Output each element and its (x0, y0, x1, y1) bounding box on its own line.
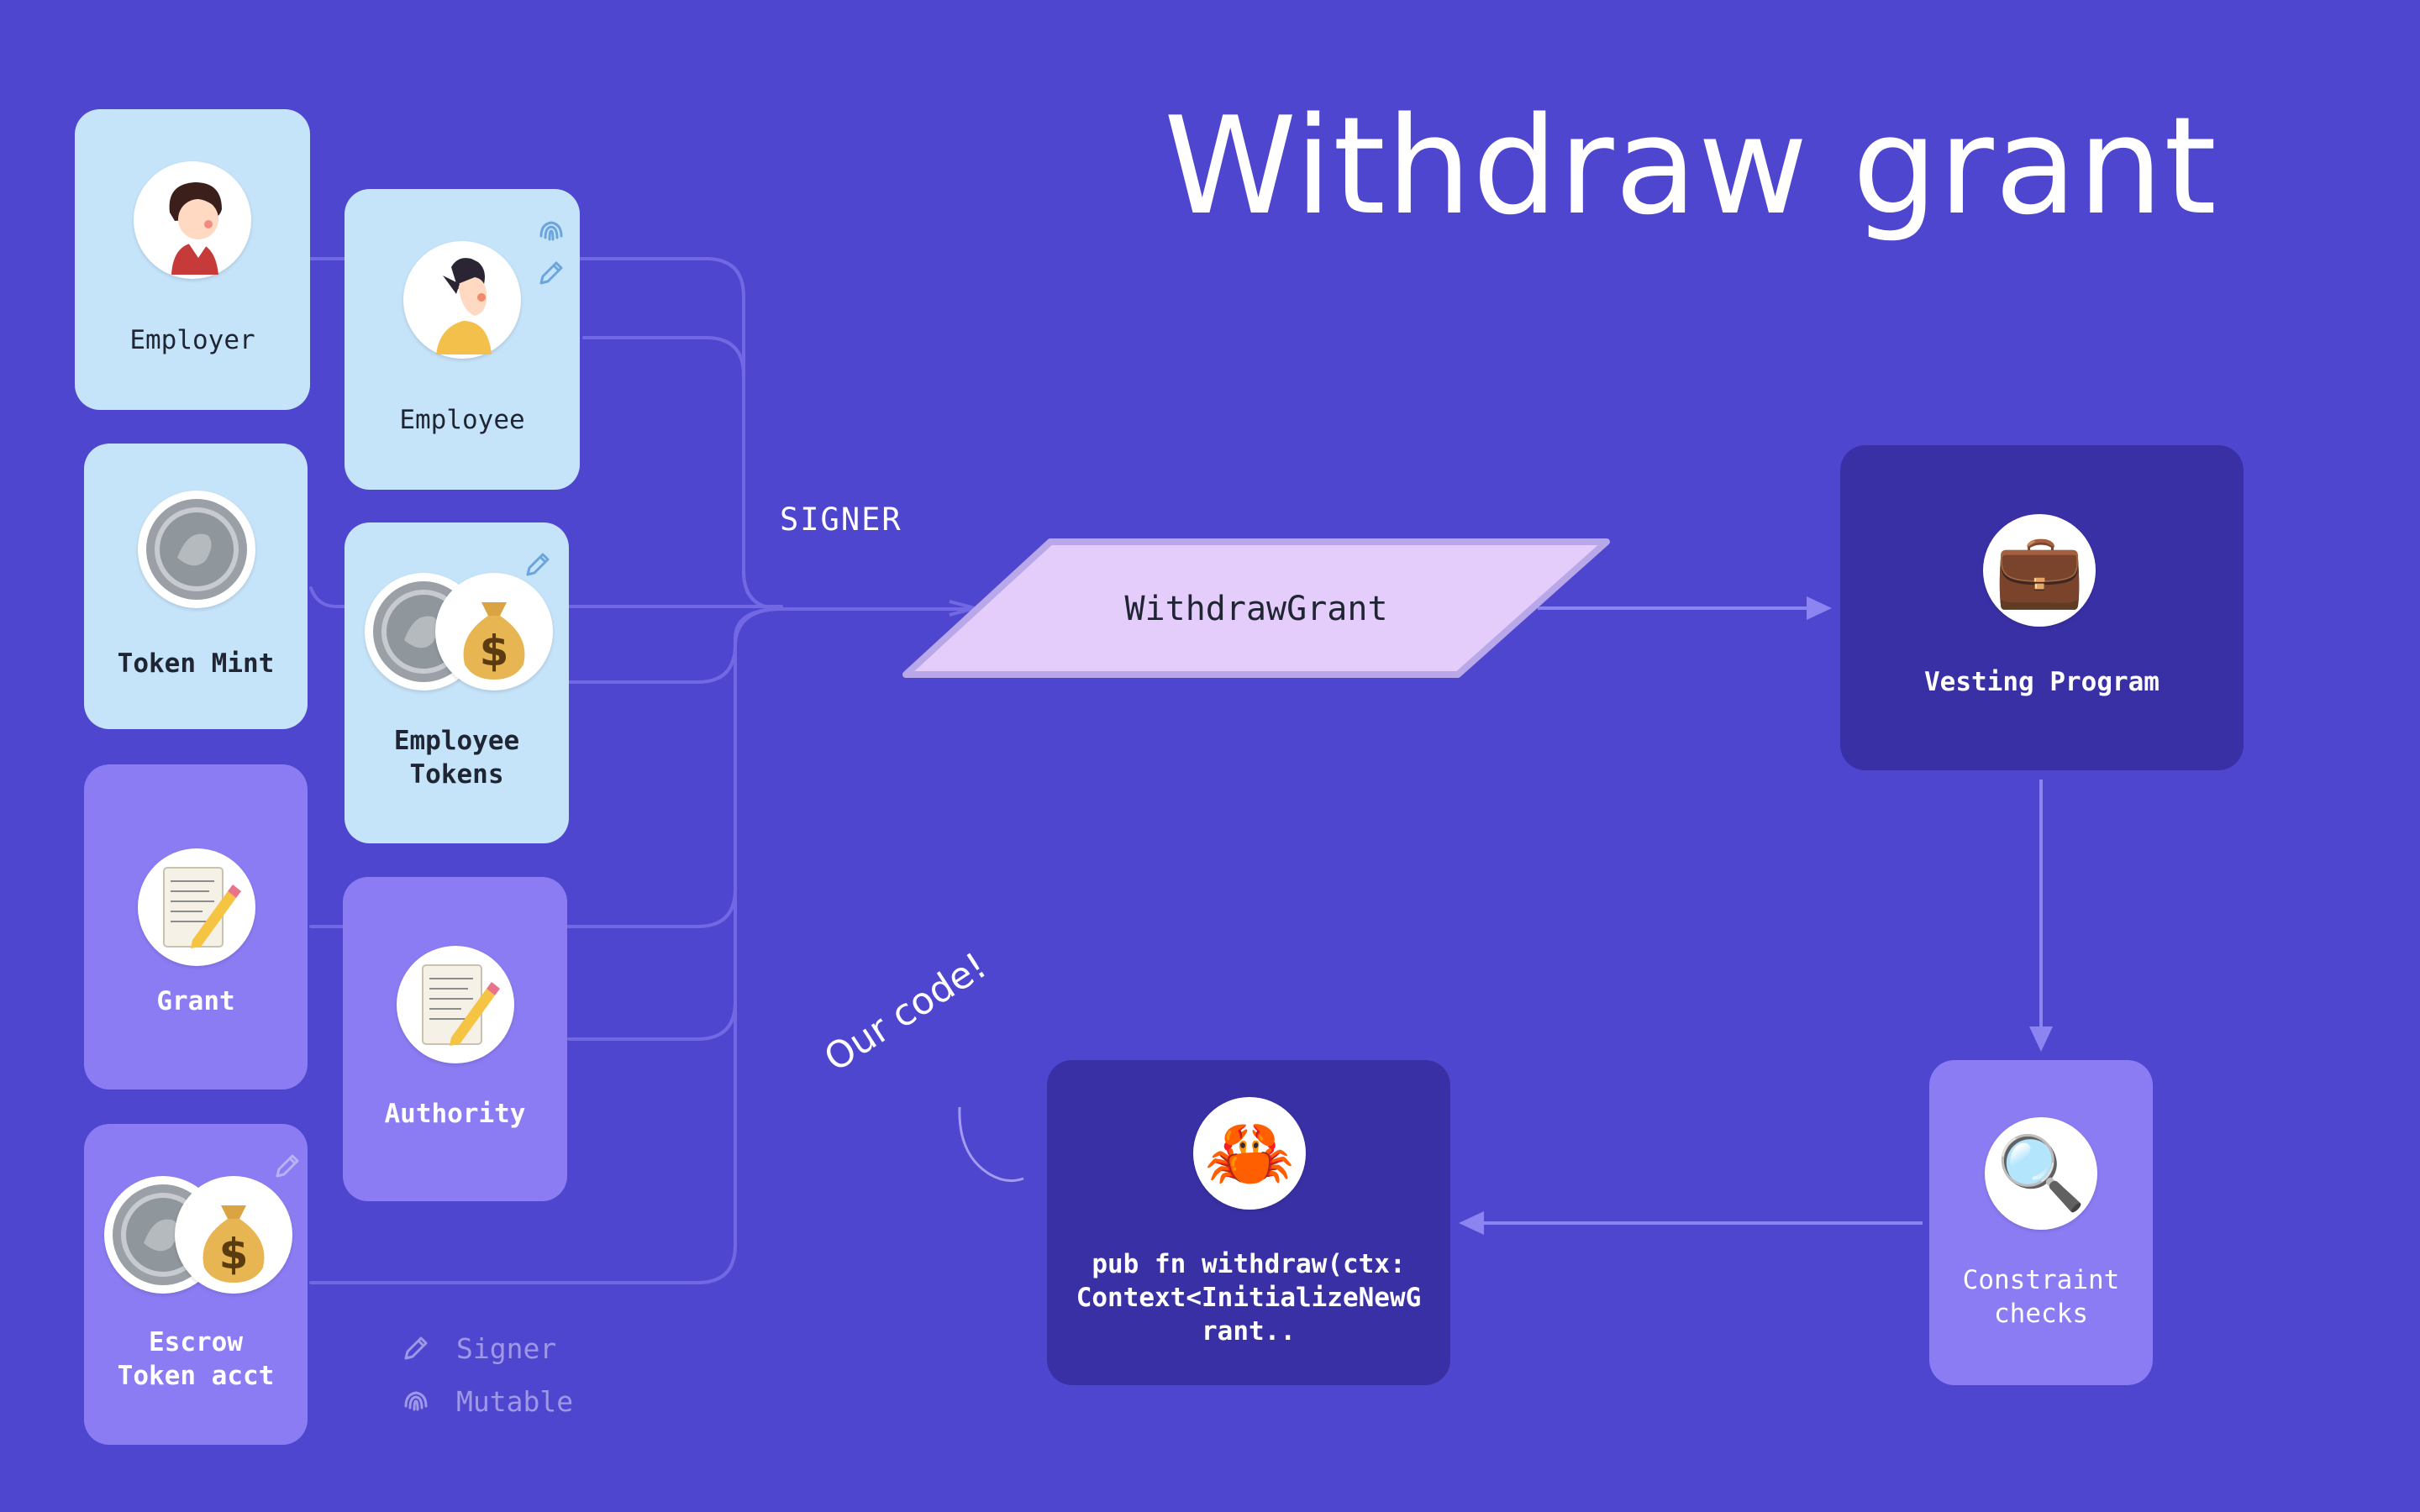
connector-employee (582, 336, 783, 611)
grant-avatar (138, 848, 255, 966)
svg-text:$: $ (219, 1230, 249, 1278)
signer-icon (539, 261, 563, 285)
magnifier-icon: 🔍 (1996, 1131, 2086, 1215)
constraint-checks-box[interactable]: 🔍 Constraint checks (1929, 1060, 2153, 1385)
account-grant[interactable]: Grant (84, 764, 308, 1089)
grant-label: Grant (156, 986, 235, 1016)
employee-tokens-moneybag: $ (435, 573, 553, 690)
legend-mutable-label: Mutable (456, 1384, 574, 1418)
constraint-checks-label: Constraint checks (1962, 1265, 2120, 1329)
money-bag-icon: $ (203, 1205, 265, 1283)
mutable-icon (539, 221, 563, 241)
connector-token-mint (309, 586, 783, 608)
annotation-curve (958, 1106, 1024, 1183)
memo-icon (422, 964, 500, 1046)
token-mint-avatar (138, 491, 255, 608)
arrow-head-program (1807, 596, 1832, 620)
signer-icon (404, 1336, 428, 1360)
employee-avatar (403, 241, 521, 359)
authority-avatar (397, 946, 514, 1063)
woman-avatar-icon (169, 182, 222, 275)
legend-mutable: Mutable (399, 1384, 573, 1418)
connector-authority (567, 645, 737, 1041)
signer-icon (276, 1154, 299, 1178)
man-avatar-icon (436, 258, 492, 354)
account-escrow[interactable]: $ Escrow Token acct (84, 1124, 308, 1445)
vesting-program-avatar: 💼 (1983, 514, 2096, 627)
mutable-icon (404, 1391, 428, 1411)
money-bag-icon: $ (463, 602, 525, 680)
briefcase-icon: 💼 (1994, 528, 2085, 612)
token-mint-label: Token Mint (117, 648, 275, 679)
employer-avatar (134, 161, 251, 279)
page-title: Withdraw grant (1164, 87, 2217, 244)
constraint-checks-avatar: 🔍 (1985, 1117, 2097, 1230)
account-employer[interactable]: Employer (75, 109, 310, 410)
employee-label: Employee (399, 405, 525, 435)
legend-signer: Signer (399, 1331, 556, 1365)
arrow-head-checks (2029, 1026, 2053, 1052)
account-employee-tokens[interactable]: $ Employee Tokens (345, 522, 569, 843)
escrow-moneybag: $ (175, 1176, 292, 1294)
employee-tokens-label: Employee Tokens (393, 726, 520, 790)
crab-icon: 🦀 (1204, 1111, 1295, 1195)
vesting-program-box[interactable]: 💼 Vesting Program (1840, 445, 2244, 770)
account-employee[interactable]: Employee (345, 189, 580, 490)
signer-icon (526, 553, 550, 576)
connector-escrow (309, 645, 737, 1284)
employer-label: Employer (129, 325, 255, 355)
instruction-shape (902, 538, 1610, 678)
connector-employee-tokens-low (567, 607, 783, 684)
account-authority[interactable]: Authority (343, 877, 567, 1201)
our-code-avatar: 🦀 (1193, 1097, 1306, 1210)
legend-signer-label: Signer (456, 1331, 557, 1365)
vesting-program-label: Vesting Program (1924, 667, 2160, 697)
escrow-label: Escrow Token acct (117, 1327, 275, 1391)
svg-text:$: $ (480, 627, 509, 675)
our-code-box[interactable]: 🦀 (1047, 1060, 1450, 1385)
memo-icon (163, 867, 241, 948)
arrow-head-code (1459, 1211, 1484, 1235)
coin-icon (146, 499, 247, 600)
authority-label: Authority (384, 1099, 526, 1129)
signer-label: SIGNER (780, 501, 902, 538)
account-token-mint[interactable]: Token Mint (84, 444, 308, 729)
instruction-label: WithdrawGrant (1124, 590, 1388, 628)
